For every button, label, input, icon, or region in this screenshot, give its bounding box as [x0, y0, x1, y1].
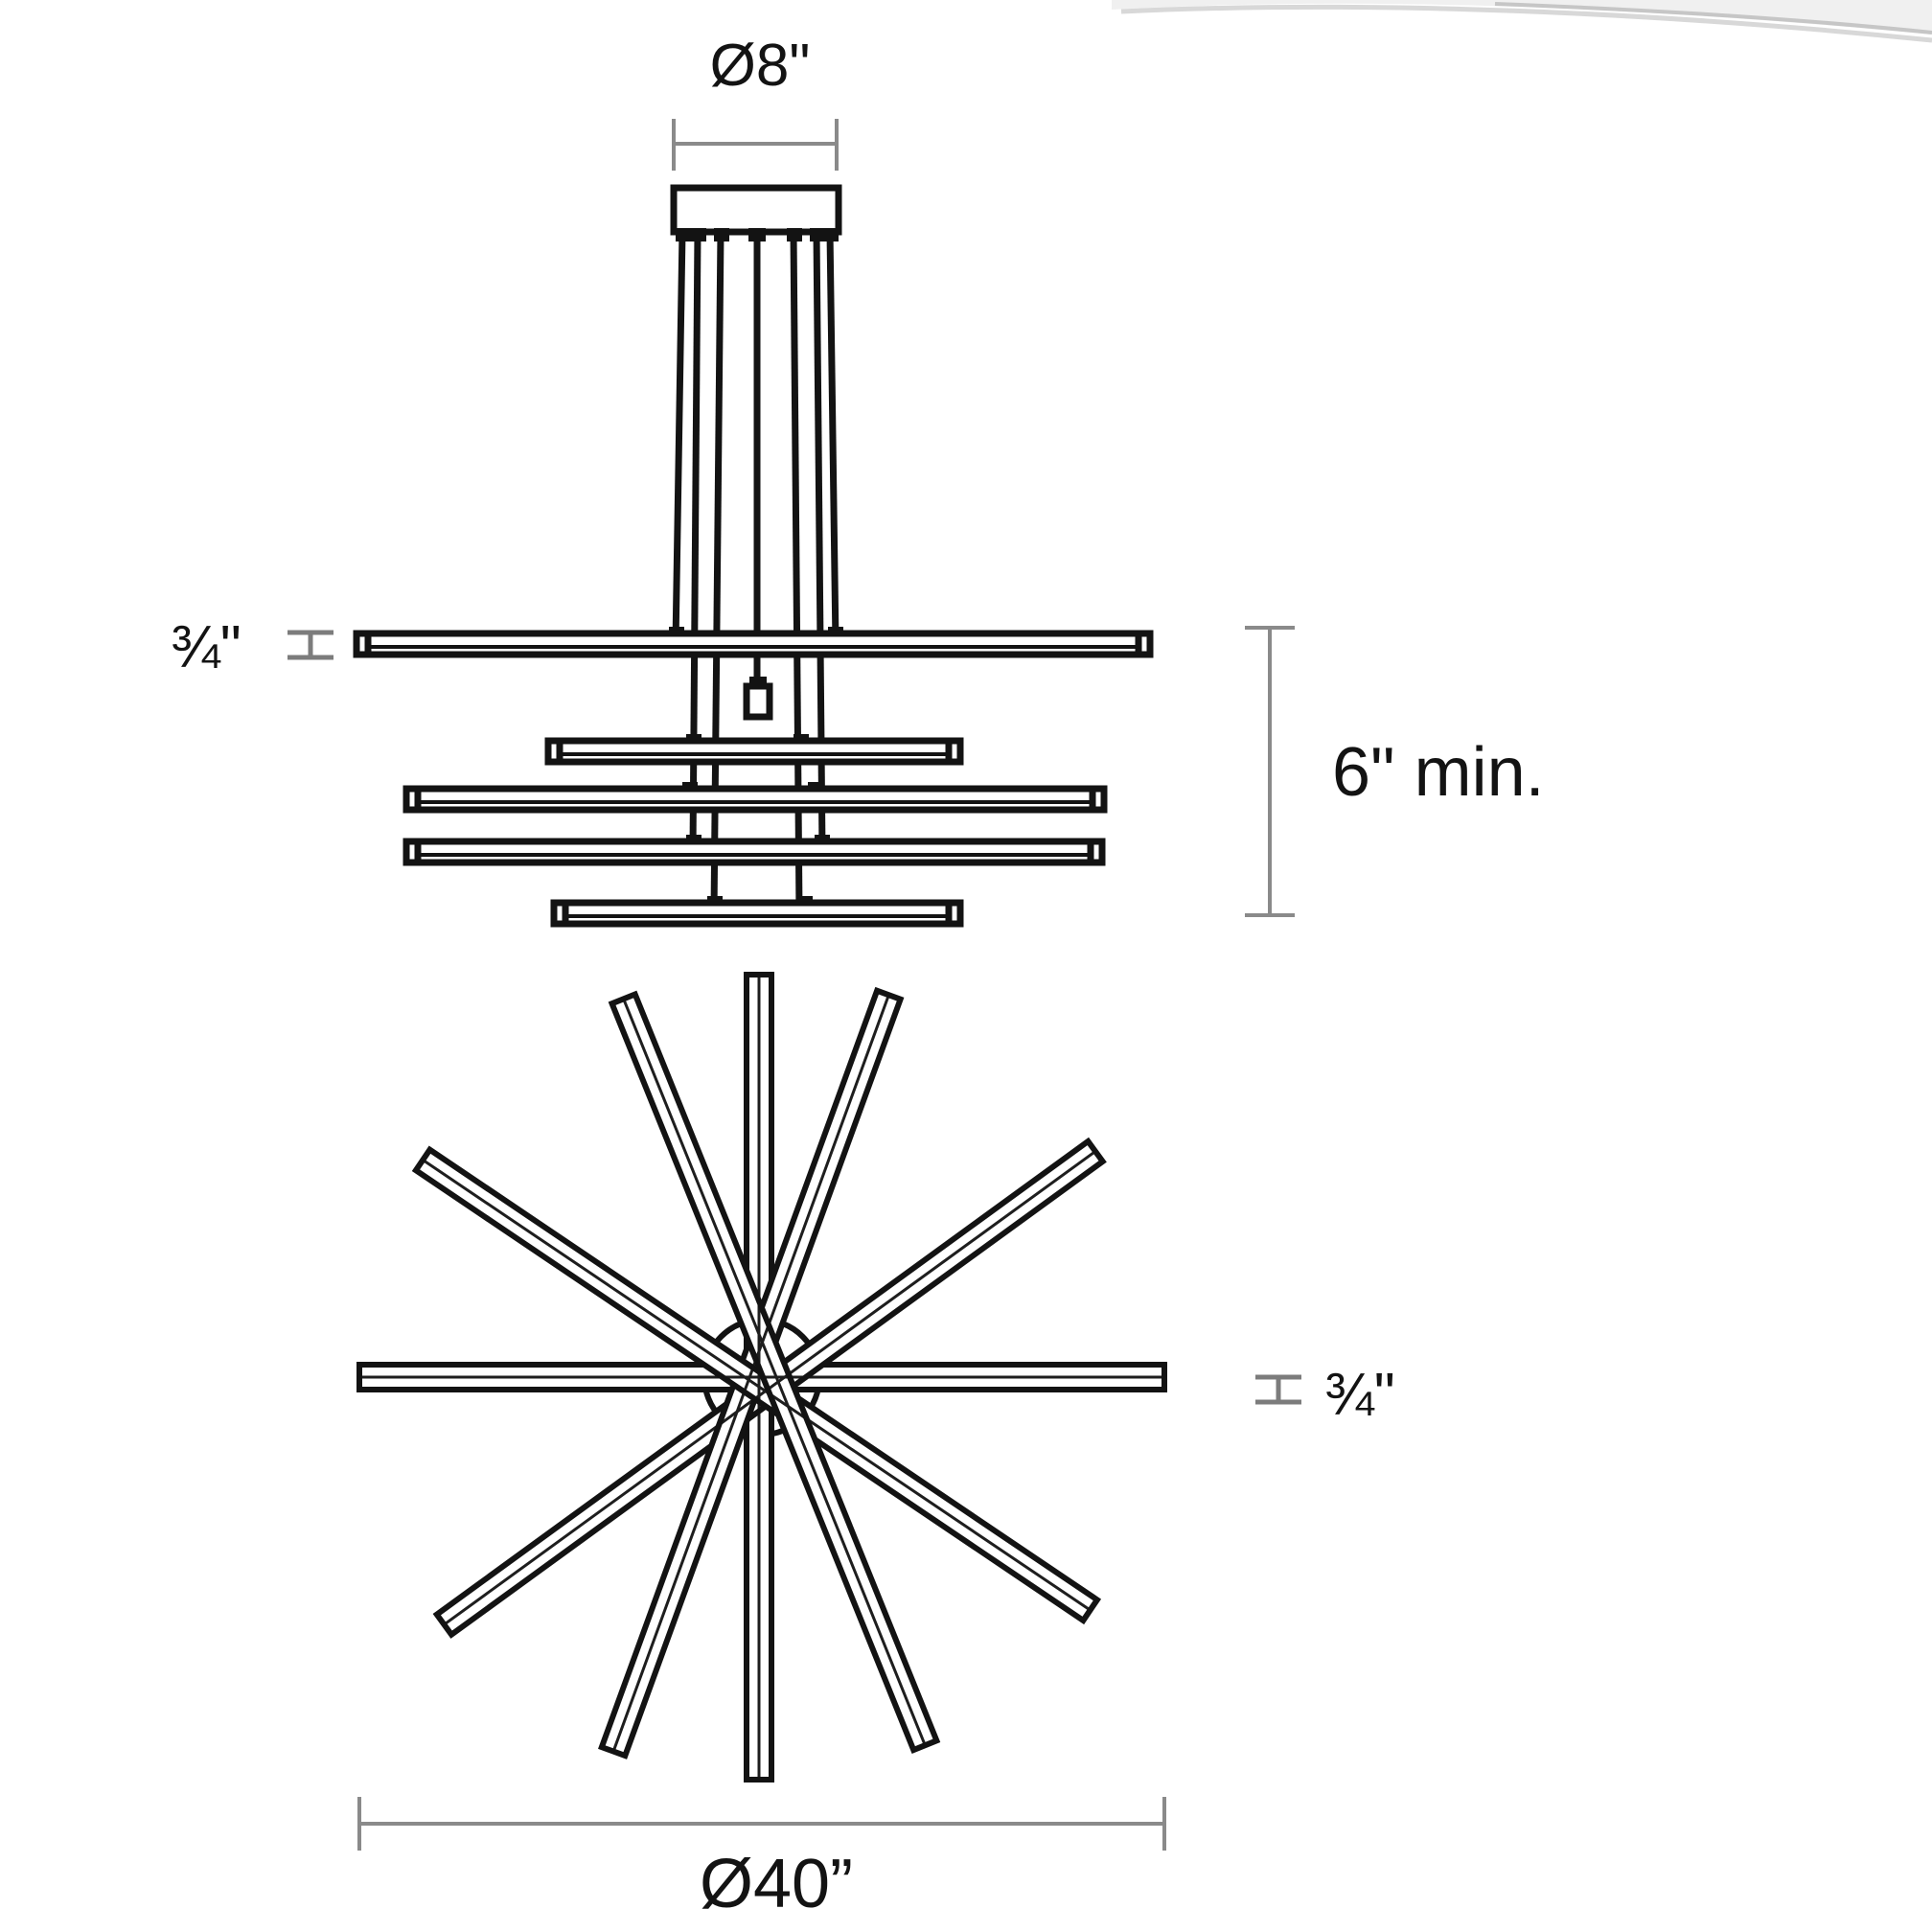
bar-endcap: [550, 899, 569, 928]
inline-connector-module: [743, 682, 773, 721]
plan-bar-diag-c-lens: [422, 1159, 1092, 1612]
label-minimum-height: 6" min.: [1332, 734, 1545, 811]
bar-endcap: [402, 785, 422, 814]
cable-mount-2: [691, 228, 706, 242]
cable-mount-3: [714, 228, 729, 242]
label-bar-thickness-elevation: ¾": [171, 614, 242, 680]
bar-endcap: [402, 838, 422, 866]
label-canopy-diameter: Ø8": [709, 33, 811, 99]
cable-1: [672, 231, 686, 645]
cable-mount-5: [787, 228, 802, 242]
bar-endcap: [544, 737, 564, 766]
bar-endcap: [1087, 838, 1106, 866]
cable-mount-7: [823, 228, 839, 242]
label-fixture-diameter: Ø40”: [699, 1846, 854, 1922]
bar-endcap: [353, 630, 372, 658]
bar-endcap: [1089, 785, 1108, 814]
bar-endcap: [1135, 630, 1154, 658]
bar-endcap: [945, 899, 964, 928]
cable-7: [826, 231, 840, 645]
plan-bar-diag-b-lens: [611, 994, 890, 1753]
cable-mount-1: [676, 228, 691, 242]
bar-endcap: [945, 737, 964, 766]
cable-mount-6: [810, 228, 825, 242]
connector-cap: [749, 677, 767, 688]
plan-bar-diag-d-lens: [622, 998, 927, 1746]
cable-mount-4: [748, 228, 766, 242]
label-bar-thickness-plan: ¾": [1324, 1362, 1395, 1428]
plan-bar-diag-a-lens: [443, 1150, 1096, 1626]
